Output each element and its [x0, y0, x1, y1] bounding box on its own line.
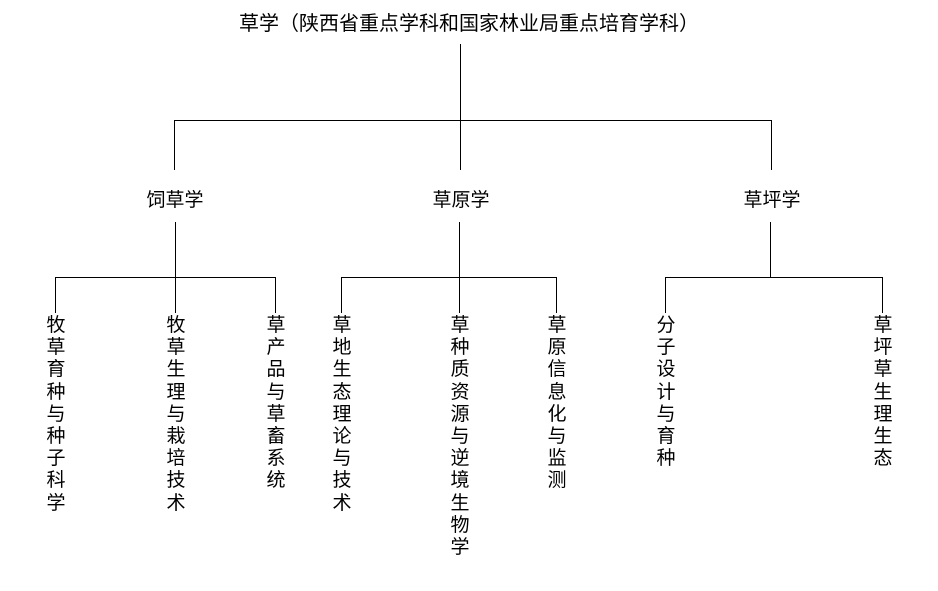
branch3-stem-connector — [770, 222, 771, 278]
leaf-char: 技 — [332, 469, 352, 492]
leaf-char: 畜 — [266, 424, 286, 447]
leaf-char: 源 — [450, 402, 470, 425]
leaf-char: 种 — [656, 447, 676, 470]
leaf-char: 境 — [450, 469, 470, 492]
leaf-char: 子 — [46, 447, 66, 470]
branch3-bus-connector — [665, 277, 882, 278]
leaf-char: 种 — [450, 336, 470, 359]
leaf-node-caochanpin-xitong: 草产品与草畜系统 — [264, 314, 288, 492]
leaf-char: 地 — [332, 336, 352, 359]
branch1-leaf-drop-2 — [175, 277, 176, 313]
branch2-stem-connector — [459, 222, 460, 278]
leaf-char: 牧 — [46, 314, 66, 336]
leaf-node-mucao-shengli: 牧草生理与栽培技术 — [164, 314, 188, 514]
leaf-char: 与 — [332, 447, 352, 470]
leaf-char: 草 — [873, 314, 893, 336]
leaf-char: 理 — [873, 402, 893, 425]
leaf-char: 资 — [450, 380, 470, 403]
leaf-char: 息 — [547, 380, 567, 403]
leaf-char: 物 — [450, 513, 470, 536]
leaf-char: 系 — [266, 447, 286, 470]
leaf-char: 学 — [450, 535, 470, 558]
leaf-char: 种 — [46, 424, 66, 447]
leaf-node-mucao-yuzhong: 牧草育种与种子科学 — [44, 314, 68, 514]
leaf-char: 草 — [46, 336, 66, 359]
leaf-node-caodi-shengtai: 草地生态理论与技术 — [330, 314, 354, 514]
leaf-char: 与 — [266, 380, 286, 403]
leaf-char: 生 — [873, 424, 893, 447]
leaf-char: 育 — [656, 424, 676, 447]
leaf-char: 技 — [166, 469, 186, 492]
branch1-leaf-drop-3 — [275, 277, 276, 313]
leaf-char: 草 — [450, 314, 470, 336]
level2-drop-connector-1 — [174, 120, 175, 170]
leaf-char: 术 — [166, 491, 186, 514]
leaf-char: 统 — [266, 469, 286, 492]
leaf-char: 草 — [166, 336, 186, 359]
leaf-char: 与 — [46, 402, 66, 425]
leaf-char: 生 — [332, 358, 352, 381]
leaf-char: 逆 — [450, 447, 470, 470]
leaf-char: 草 — [547, 314, 567, 336]
leaf-char: 学 — [46, 491, 66, 514]
leaf-char: 分 — [656, 314, 676, 336]
leaf-char: 与 — [450, 424, 470, 447]
leaf-char: 计 — [656, 380, 676, 403]
branch2-leaf-drop-3 — [556, 277, 557, 313]
leaf-char: 信 — [547, 358, 567, 381]
leaf-char: 与 — [166, 402, 186, 425]
leaf-char: 化 — [547, 402, 567, 425]
root-node-label: 草学（陕西省重点学科和国家林业局重点培育学科） — [239, 11, 699, 35]
leaf-char: 生 — [873, 380, 893, 403]
branch2-bus-connector — [341, 277, 556, 278]
branch-node-si-cao-xue: 饲草学 — [146, 189, 204, 211]
leaf-char: 测 — [547, 469, 567, 492]
leaf-char: 栽 — [166, 424, 186, 447]
leaf-char: 草 — [332, 314, 352, 336]
leaf-char: 育 — [46, 358, 66, 381]
branch1-bus-connector — [55, 277, 275, 278]
leaf-char: 生 — [166, 358, 186, 381]
leaf-char: 种 — [46, 380, 66, 403]
leaf-char: 理 — [166, 380, 186, 403]
leaf-node-fenzi-sheji: 分子设计与育种 — [654, 314, 678, 469]
leaf-char: 牧 — [166, 314, 186, 336]
leaf-char: 设 — [656, 358, 676, 381]
branch3-leaf-drop-1 — [665, 277, 666, 313]
leaf-char: 生 — [450, 491, 470, 514]
leaf-char: 产 — [266, 336, 286, 359]
branch2-leaf-drop-1 — [341, 277, 342, 313]
leaf-char: 态 — [873, 447, 893, 470]
leaf-char: 子 — [656, 336, 676, 359]
leaf-char: 论 — [332, 424, 352, 447]
leaf-char: 与 — [547, 424, 567, 447]
leaf-char: 草 — [266, 314, 286, 336]
leaf-char: 坪 — [873, 336, 893, 359]
branch1-leaf-drop-1 — [55, 277, 56, 313]
leaf-char: 与 — [656, 402, 676, 425]
leaf-char: 草 — [873, 358, 893, 381]
leaf-char: 科 — [46, 469, 66, 492]
branch-node-cao-yuan-xue: 草原学 — [432, 189, 490, 211]
leaf-char: 草 — [266, 402, 286, 425]
leaf-node-caozhongzhi-ziyuan: 草种质资源与逆境生物学 — [448, 314, 472, 558]
leaf-char: 态 — [332, 380, 352, 403]
level2-bus-connector — [174, 120, 771, 121]
level2-drop-connector-3 — [771, 120, 772, 170]
leaf-char: 监 — [547, 447, 567, 470]
leaf-char: 理 — [332, 402, 352, 425]
branch1-stem-connector — [175, 222, 176, 278]
leaf-node-caoyuan-xinxihua: 草原信息化与监测 — [545, 314, 569, 492]
leaf-char: 原 — [547, 336, 567, 359]
leaf-char: 品 — [266, 358, 286, 381]
level2-drop-connector-2 — [460, 120, 461, 170]
branch2-leaf-drop-2 — [459, 277, 460, 313]
leaf-char: 质 — [450, 358, 470, 381]
branch-node-cao-ping-xue: 草坪学 — [743, 189, 801, 211]
leaf-node-caopingcao-shengli: 草坪草生理生态 — [871, 314, 895, 469]
leaf-char: 培 — [166, 447, 186, 470]
branch3-leaf-drop-2 — [882, 277, 883, 313]
leaf-char: 术 — [332, 491, 352, 514]
root-stem-connector — [460, 44, 461, 121]
